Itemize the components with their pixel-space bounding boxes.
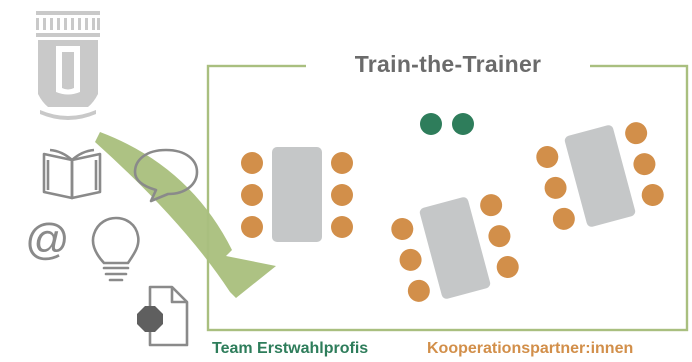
table — [419, 197, 491, 299]
university-building-icon — [36, 11, 100, 120]
at-sign-icon: @ — [25, 215, 70, 264]
partner-seat — [480, 194, 503, 217]
partner-seat — [331, 184, 353, 206]
partner-seat — [641, 184, 664, 207]
partner-seat — [407, 279, 430, 302]
partner-seat — [331, 152, 353, 174]
partner-seat — [544, 176, 567, 199]
partner-seat — [241, 152, 263, 174]
partner-seat — [496, 256, 519, 279]
table-group — [536, 122, 664, 230]
table — [272, 147, 322, 242]
legend-partner-label: Kooperationspartner:innen — [427, 340, 634, 357]
partner-seat — [488, 225, 511, 248]
table-group — [391, 194, 519, 302]
partner-seat — [625, 122, 648, 145]
table-group — [241, 147, 353, 242]
partner-seat — [241, 216, 263, 238]
partner-seat — [331, 216, 353, 238]
open-book-icon — [42, 148, 102, 200]
document-icon — [137, 285, 189, 347]
flow-arrow — [95, 132, 276, 298]
light-bulb-icon — [91, 216, 140, 282]
legend-team-label: Team Erstwahlprofis — [212, 340, 369, 357]
partner-seat — [633, 153, 656, 176]
table — [564, 125, 636, 227]
partner-seat — [552, 207, 575, 230]
diagram-title: Train-the-Trainer — [306, 49, 590, 79]
partner-seat — [399, 248, 422, 271]
team-member — [420, 113, 442, 135]
partner-seat — [391, 217, 414, 240]
partner-seat — [241, 184, 263, 206]
partner-seat — [536, 145, 559, 168]
speech-bubble-icon — [133, 148, 199, 203]
team-member — [452, 113, 474, 135]
